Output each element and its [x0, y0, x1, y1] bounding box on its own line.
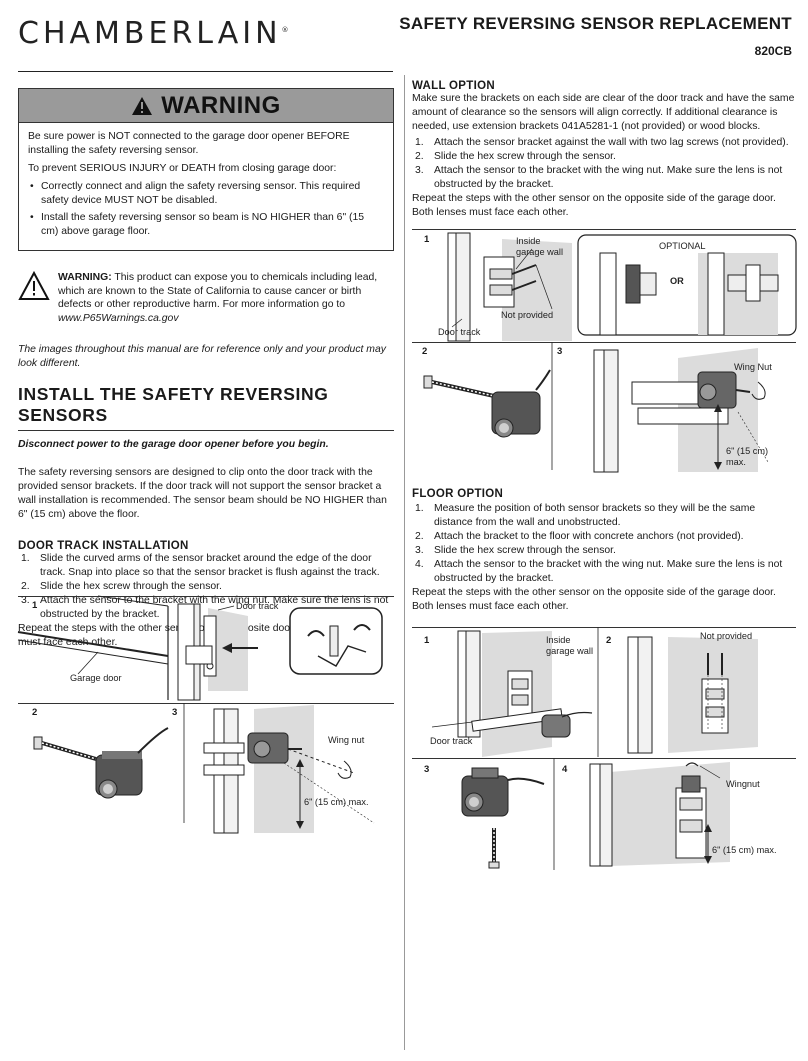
floor-measure-illustration: [431, 627, 599, 757]
figure-rule: [412, 627, 796, 628]
warning-header: WARNING: [19, 89, 393, 123]
list-item: 3.Attach the sensor to the bracket with …: [21, 595, 389, 620]
right-column: WALL OPTION Make sure the brackets on ea…: [412, 80, 796, 220]
warning-prevent: To prevent SERIOUS INJURY or DEATH from …: [28, 163, 337, 174]
door-track-heading: DOOR TRACK INSTALLATION: [18, 540, 189, 552]
figure-number: 2: [422, 346, 428, 357]
door-track-steps: 1.Slide the curved arms of the sensor br…: [18, 552, 394, 622]
prop65-link[interactable]: www.P65Warnings.ca.gov: [58, 312, 179, 324]
label-inside-garage-wall: Inside garage wall: [516, 236, 563, 257]
label-door-track: Door track: [430, 736, 473, 746]
list-item: Correctly connect and align the safety r…: [28, 180, 384, 208]
label-door-track: Door track: [236, 601, 279, 611]
document-title: SAFETY REVERSING SENSOR REPLACEMENT: [399, 14, 792, 33]
caution-triangle-icon: [18, 270, 50, 300]
warning-box: WARNING Be sure power is NOT connected t…: [18, 88, 394, 251]
prop65-text: This product can expose you to chemicals…: [58, 272, 378, 310]
images-note: The images throughout this manual are fo…: [18, 344, 386, 369]
warning-body: Be sure power is NOT connected to the ga…: [19, 123, 393, 250]
label-inside-garage-wall: Inside garage wall: [546, 635, 593, 656]
figure-rule: [18, 703, 394, 704]
list-item: 2.Slide the hex screw through the sensor…: [21, 581, 222, 592]
figure-number: 2: [606, 635, 612, 646]
list-item: 2.Slide the hex screw through the sensor…: [415, 151, 616, 162]
list-item: Install the safety reversing sensor so b…: [28, 211, 384, 239]
floor-option-steps: 1.Measure the position of both sensor br…: [412, 502, 796, 586]
label-wing-nut: Wing Nut: [734, 362, 772, 372]
wall-bracket-illustration: [447, 232, 572, 342]
wall-sensor-screw-illustration: [423, 342, 553, 470]
label-wing-nut: Wing nut: [328, 735, 365, 745]
label-height-max: 6" (15 cm) max.: [304, 797, 369, 807]
column-divider: [404, 75, 405, 1050]
list-item: 2.Attach the bracket to the floor with c…: [415, 531, 744, 542]
list-item: 1.Attach the sensor bracket against the …: [415, 137, 789, 148]
track-sensor-mounted-illustration: [203, 705, 375, 834]
left-column: WARNING Be sure power is NOT connected t…: [18, 88, 394, 650]
sensor-hex-screw-illustration: [33, 703, 185, 823]
label-wingnut: Wingnut: [726, 779, 760, 789]
list-item: 1.Slide the curved arms of the sensor br…: [21, 553, 380, 578]
figure-number: 1: [32, 600, 38, 611]
model-number: 820CB: [754, 44, 792, 58]
door-track-figure-1: [18, 596, 394, 703]
figure-number: 2: [32, 707, 38, 718]
figure-number: 3: [557, 346, 563, 357]
header-rule: [18, 71, 393, 72]
warning-triangle-icon: [132, 96, 153, 115]
brand-logo: CHAMBERLAIN®: [18, 16, 289, 51]
list-item: 1.Measure the position of both sensor br…: [415, 503, 756, 528]
figure-number: 4: [562, 764, 568, 775]
floor-option-heading: FLOOR OPTION: [412, 488, 504, 500]
figure-number: 1: [424, 234, 430, 245]
label-garage-door: Garage door: [70, 673, 122, 683]
floor-option-repeat: Repeat the steps with the other sensor o…: [412, 587, 776, 612]
wall-sensor-mounted-illustration: [593, 348, 769, 473]
install-intro: The safety reversing sensors are designe…: [18, 467, 387, 520]
figure-rule: [412, 342, 796, 343]
floor-sensor-screw-illustration: [461, 758, 555, 870]
list-item: 4.Attach the sensor to the bracket with …: [415, 559, 783, 584]
figure-number: 3: [424, 764, 430, 775]
disconnect-notice: Disconnect power to the garage door open…: [18, 439, 329, 450]
figure-number: 3: [172, 707, 178, 718]
install-heading: INSTALL THE SAFETY REVERSING SENSORS: [18, 384, 394, 431]
wall-option-steps: 1.Attach the sensor bracket against the …: [412, 136, 796, 192]
floor-sensor-mounted-illustration: [589, 762, 730, 867]
floor-option-section: FLOOR OPTION 1.Measure the position of b…: [412, 488, 796, 614]
label-height-max: 6" (15 cm) max.: [712, 845, 777, 855]
label-or: OR: [670, 276, 684, 286]
label-height-max: 6" (15 cm) max.: [726, 446, 769, 467]
label-door-track: Door track: [438, 327, 481, 337]
figure-number: 1: [424, 635, 430, 646]
door-track-illustration: [17, 595, 383, 701]
wall-option-repeat: Repeat the steps with the other sensor o…: [412, 193, 776, 218]
optional-extension-box: [577, 234, 797, 336]
list-item: 3.Slide the hex screw through the sensor…: [415, 545, 616, 556]
wall-option-heading: WALL OPTION: [412, 80, 495, 92]
label-not-provided: Not provided: [501, 310, 554, 320]
warning-intro: Be sure power is NOT connected to the ga…: [28, 131, 350, 156]
warning-bullets: Correctly connect and align the safety r…: [28, 180, 384, 239]
label-optional: OPTIONAL: [659, 241, 706, 251]
list-item: 3.Attach the sensor to the bracket with …: [415, 165, 783, 190]
floor-anchors-illustration: [627, 636, 758, 754]
figure-rule: [412, 758, 796, 759]
wall-option-intro: Make sure the brackets on each side are …: [412, 93, 795, 132]
figure-rule: [412, 229, 796, 230]
warning-heading: WARNING: [161, 91, 281, 119]
label-not-provided: Not provided: [700, 631, 753, 641]
prop65-warning: WARNING: This product can expose you to …: [18, 270, 394, 325]
prop65-label: WARNING:: [58, 272, 112, 283]
